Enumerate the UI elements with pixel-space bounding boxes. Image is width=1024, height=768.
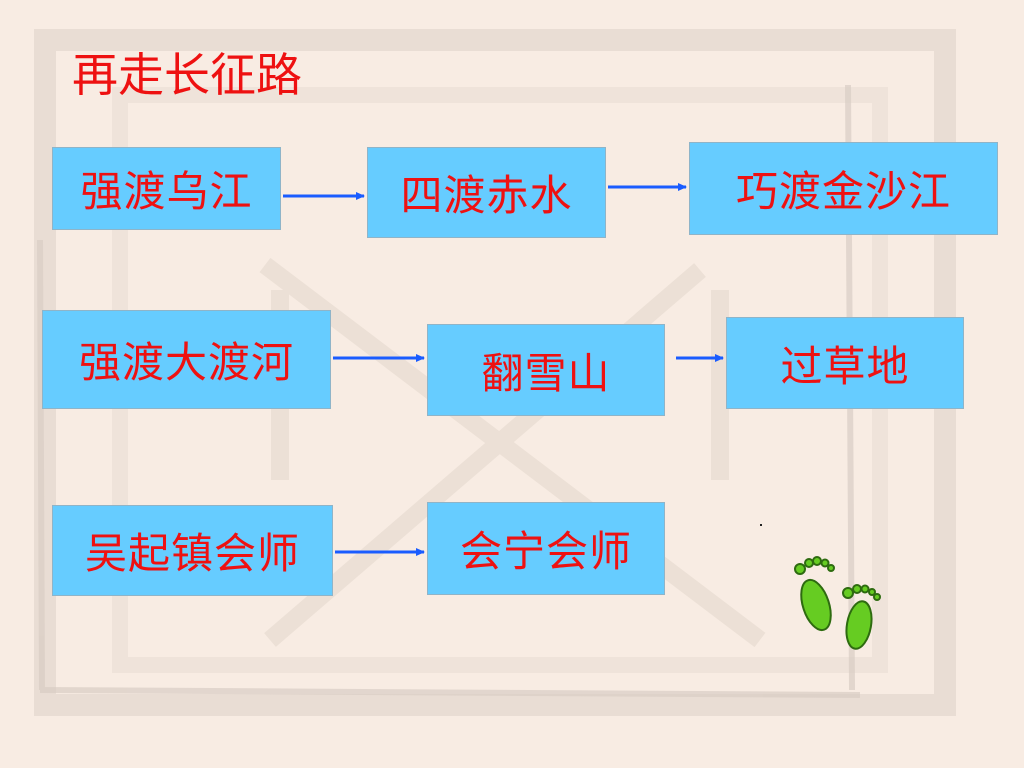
footprints-icon [794,556,881,650]
step-box-caodi: 过草地 [726,317,964,409]
step-box-wuqizhen: 吴起镇会师 [52,505,333,596]
step-label: 会宁会师 [459,527,632,576]
step-label: 吴起镇会师 [84,529,300,578]
step-label: 过草地 [780,341,910,391]
stray-dot [760,524,762,526]
step-label: 强渡乌江 [80,167,253,216]
step-label: 四渡赤水 [400,171,573,220]
step-box-jinshajiang: 巧渡金沙江 [689,142,998,235]
step-box-daduhe: 强渡大渡河 [42,310,331,409]
step-box-chishui: 四渡赤水 [367,147,606,238]
step-label: 巧渡金沙江 [735,167,951,216]
step-box-wujiang: 强渡乌江 [52,147,281,230]
step-box-huining: 会宁会师 [427,502,665,595]
step-label: 强渡大渡河 [78,338,294,387]
step-box-xueshan: 翻雪山 [427,324,665,416]
step-label: 翻雪山 [481,348,611,398]
page-title: 再走长征路 [72,48,302,102]
